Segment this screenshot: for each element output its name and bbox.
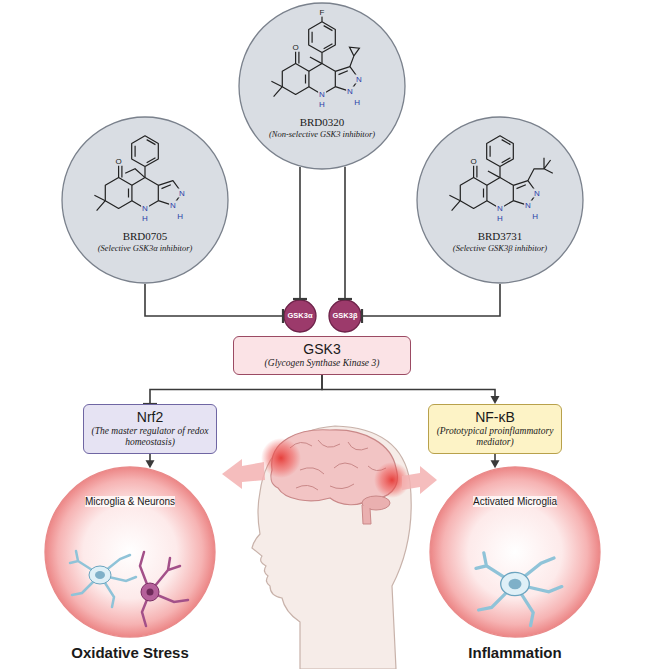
node-title: BRD0705 — [61, 230, 229, 243]
connector-line — [150, 375, 322, 404]
atom-label: N — [169, 201, 177, 210]
atom-label: H — [353, 98, 361, 107]
compound-circle-outline — [62, 117, 228, 283]
compound-circle-outline — [239, 3, 405, 169]
atom-label: O — [291, 42, 299, 51]
compound-circle-outline — [417, 117, 583, 283]
connector-line — [362, 284, 500, 316]
effect-circle: Activated Microglia — [429, 466, 601, 638]
activation-arrow — [146, 454, 155, 468]
activated-microglia-cell — [509, 579, 522, 589]
atom-label: N — [496, 204, 504, 213]
head-profile — [290, 440, 386, 490]
effect-circle-outline — [430, 467, 600, 637]
isoform-dot-outline — [284, 300, 316, 332]
compound-circle-outline — [61, 116, 229, 284]
inhibition-bar — [293, 298, 307, 300]
node-subtitle: (Prototypical proinflammatory mediator) — [435, 426, 555, 448]
compound-circle: BRD3731(Selective GSK3β inhibitor) — [416, 116, 584, 284]
atom-label: N — [355, 75, 363, 84]
node-title: Microglia & Neurons — [44, 496, 216, 508]
activation-arrow — [322, 375, 500, 404]
inhibition-connector — [143, 375, 322, 404]
atom-label: H — [318, 100, 326, 109]
neuron-cell — [147, 589, 154, 596]
activation-arrow — [491, 454, 500, 468]
effect-circle-outline — [44, 466, 216, 638]
inhibition-bar — [282, 309, 284, 323]
arrowhead — [146, 460, 155, 468]
atom-label: N — [178, 189, 186, 198]
inhibition-bar — [361, 309, 363, 323]
node-subtitle: (The master regulator of redox homeostas… — [90, 426, 210, 448]
isoform-dot: GSK3α — [283, 299, 317, 333]
inhibition-connector — [338, 167, 352, 299]
atom-label: H — [141, 214, 149, 223]
atom-label: N — [318, 90, 326, 99]
node-title: BRD0320 — [238, 116, 406, 129]
inhibition-connector — [145, 284, 283, 323]
compound-circle-outline — [238, 2, 406, 170]
kinase-box: GSK3(Glycogen Synthase Kinase 3) — [233, 336, 411, 375]
effect-circle-outline — [45, 467, 215, 637]
pathway-box: NF-κB(Prototypical proinflammatory media… — [428, 404, 562, 454]
atom-label: H — [496, 214, 504, 223]
node-subtitle: (Selective GSK3α inhibitor) — [61, 243, 229, 253]
arrowhead — [491, 396, 500, 404]
inhibition-connector — [293, 167, 307, 299]
node-subtitle: (Selective GSK3β inhibitor) — [416, 243, 584, 253]
activated-microglia-cell — [501, 572, 530, 595]
atom-label: H — [176, 212, 184, 221]
atom-label: O — [114, 156, 122, 165]
head-profile — [402, 466, 437, 494]
inhibition-bar — [338, 298, 352, 300]
isoform-dot: GSK3β — [328, 299, 362, 333]
inhibition-connector — [362, 284, 500, 323]
compound-circle: BRD0705(Selective GSK3α inhibitor) — [61, 116, 229, 284]
node-title: GSK3α — [283, 311, 317, 321]
isoform-dot-outline — [329, 300, 361, 332]
atom-label: N — [524, 201, 532, 210]
microglia-cell — [89, 566, 111, 584]
head-profile — [261, 438, 301, 478]
compound-circle-outline — [416, 116, 584, 284]
effect-circle: Microglia & Neurons — [44, 466, 216, 638]
connector-line — [344, 167, 346, 299]
pathway-box: Nrf2(The master regulator of redox homeo… — [83, 404, 217, 454]
head-profile — [362, 505, 371, 524]
connector-line — [145, 284, 283, 316]
connector-line — [299, 167, 301, 299]
atom-label: N — [533, 189, 541, 198]
microglia-cell — [95, 571, 105, 579]
node-subtitle: (Non-selective GSK3 inhibitor) — [238, 129, 406, 139]
neuron-cell — [141, 583, 159, 601]
atom-label: F — [319, 7, 326, 16]
compound-circle: BRD0320(Non-selective GSK3 inhibitor) — [238, 2, 406, 170]
arrowhead — [491, 460, 500, 468]
connector-line — [322, 375, 495, 398]
node-title: GSK3β — [328, 311, 362, 321]
effect-circle-outline — [429, 466, 601, 638]
node-title: Nrf2 — [90, 409, 210, 426]
node-title: NF-κB — [435, 409, 555, 426]
node-title: BRD3731 — [416, 230, 584, 243]
atom-label: N — [346, 87, 354, 96]
head-profile — [252, 426, 411, 669]
head-profile — [222, 459, 265, 489]
node-title: Activated Microglia — [429, 496, 601, 508]
node-title: GSK3 — [240, 341, 404, 358]
node-subtitle: (Glycogen Synthase Kinase 3) — [240, 358, 404, 369]
atom-label: N — [141, 204, 149, 213]
atom-label: O — [469, 156, 477, 165]
outcome-label: Inflammation — [468, 644, 561, 662]
head-profile — [222, 426, 437, 669]
outcome-label: Oxidative Stress — [71, 644, 189, 662]
atom-label: H — [531, 212, 539, 221]
